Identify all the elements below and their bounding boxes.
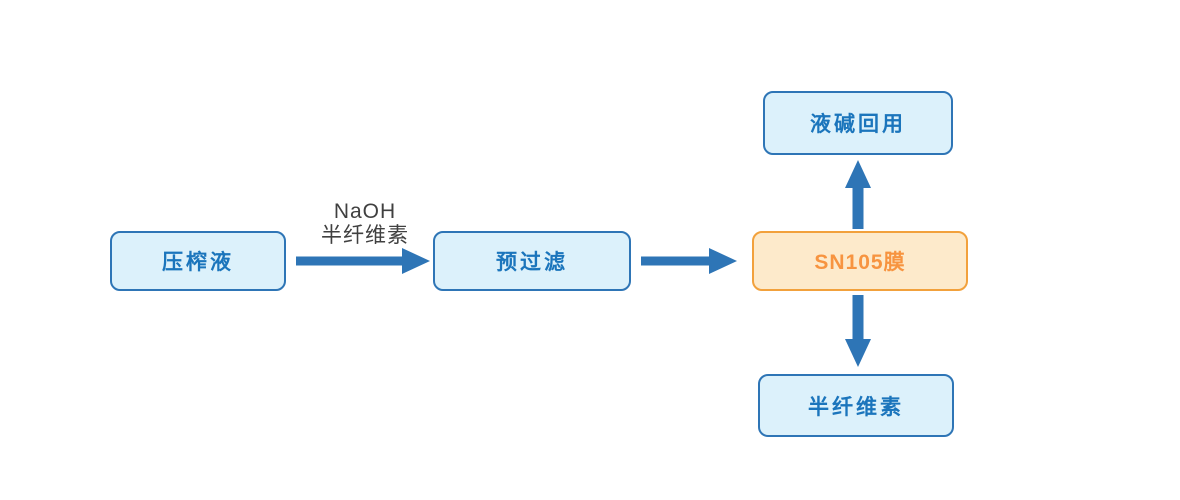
- node-sn105-membrane-label: SN105膜: [814, 251, 906, 274]
- arrow-prefilter-to-sn105-icon: [641, 248, 737, 274]
- node-hemicellulose-label: 半纤维素: [808, 395, 904, 419]
- node-press-liquid: 压榨液: [110, 231, 286, 291]
- edge-label-line2: 半纤维素: [321, 224, 409, 247]
- arrow-sn105-to-hemicellulose-icon: [845, 295, 871, 367]
- node-hemicellulose: 半纤维素: [758, 374, 954, 437]
- node-caustic-recycle: 液碱回用: [763, 91, 953, 155]
- edge-label-naoh-hemicellulose: NaOH 半纤维素: [285, 200, 445, 248]
- node-sn105-membrane: SN105膜: [752, 231, 968, 291]
- arrow-sn105-to-caustic-icon: [845, 160, 871, 229]
- node-prefilter: 预过滤: [433, 231, 631, 291]
- node-prefilter-label: 预过滤: [496, 251, 568, 274]
- node-press-liquid-label: 压榨液: [162, 251, 234, 274]
- edge-label-line1: NaOH: [333, 200, 397, 223]
- node-caustic-recycle-label: 液碱回用: [810, 113, 906, 136]
- arrow-press-to-prefilter-icon: [296, 248, 430, 274]
